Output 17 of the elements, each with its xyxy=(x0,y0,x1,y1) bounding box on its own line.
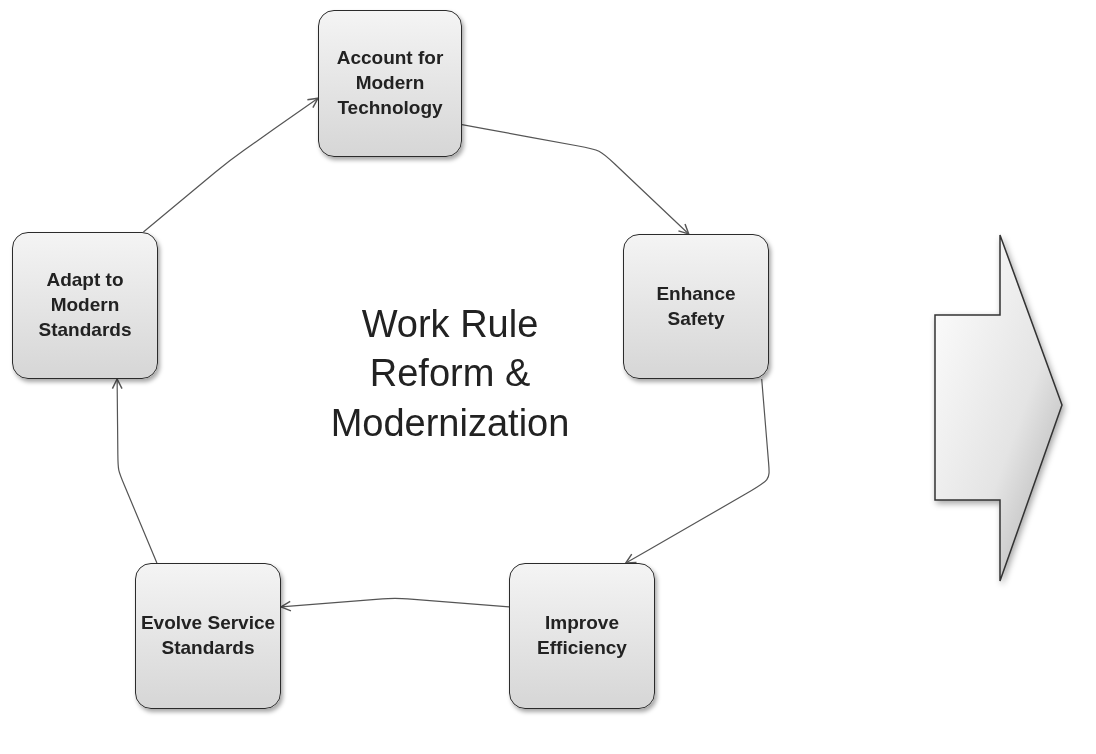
step-label: Evolve Service Standards xyxy=(140,611,276,660)
step-label: Adapt to Modern Standards xyxy=(37,268,133,342)
cycle-title: Work Rule Reform & Modernization xyxy=(329,302,571,446)
process-box xyxy=(318,10,462,157)
process-box xyxy=(135,563,281,709)
step-label: Account for Modern Technology xyxy=(335,46,445,120)
curved-arrow xyxy=(461,124,690,235)
curved-arrow xyxy=(625,378,770,564)
step-label: Improve Efficiency xyxy=(536,611,628,660)
curved-arrow xyxy=(280,597,510,612)
process-box xyxy=(623,234,769,379)
process-box xyxy=(509,563,655,709)
step-label: Enhance Safety xyxy=(655,281,737,331)
curved-arrow xyxy=(142,97,319,233)
curved-arrow xyxy=(111,378,158,564)
process-box xyxy=(12,232,158,379)
block-arrow xyxy=(935,235,1063,581)
